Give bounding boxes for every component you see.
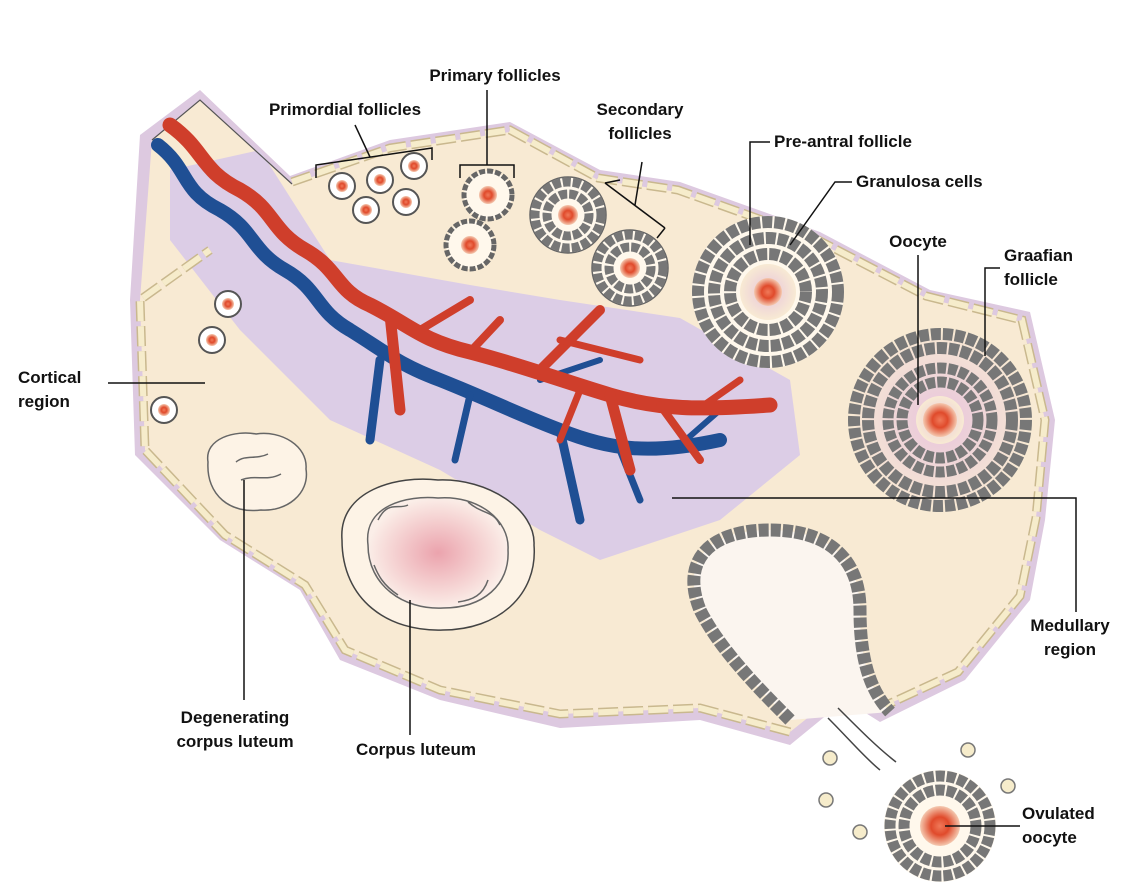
label-oocyte: Oocyte xyxy=(876,230,960,254)
label-pre-antral-follicle: Pre-antral follicle xyxy=(774,130,974,154)
graafian-follicle xyxy=(848,328,1032,512)
corpus-luteum xyxy=(342,479,534,630)
label-secondary-follicles: Secondary follicles xyxy=(580,98,700,146)
pre-antral-follicle xyxy=(692,216,844,368)
label-primordial-follicles: Primordial follicles xyxy=(250,98,440,122)
label-graafian-follicle: Graafian follicle xyxy=(1004,244,1104,292)
label-granulosa-cells: Granulosa cells xyxy=(856,170,1026,194)
label-cortical-region: Cortical region xyxy=(18,366,108,414)
label-ovulated-oocyte: Ovulated oocyte xyxy=(1022,802,1122,850)
label-medullary-region: Medullary region xyxy=(1020,614,1120,662)
label-corpus-luteum: Corpus luteum xyxy=(336,738,496,762)
label-primary-follicles: Primary follicles xyxy=(410,64,580,88)
label-degenerating-corpus-luteum: Degenerating corpus luteum xyxy=(150,706,320,754)
degenerating-corpus-luteum xyxy=(208,433,307,511)
